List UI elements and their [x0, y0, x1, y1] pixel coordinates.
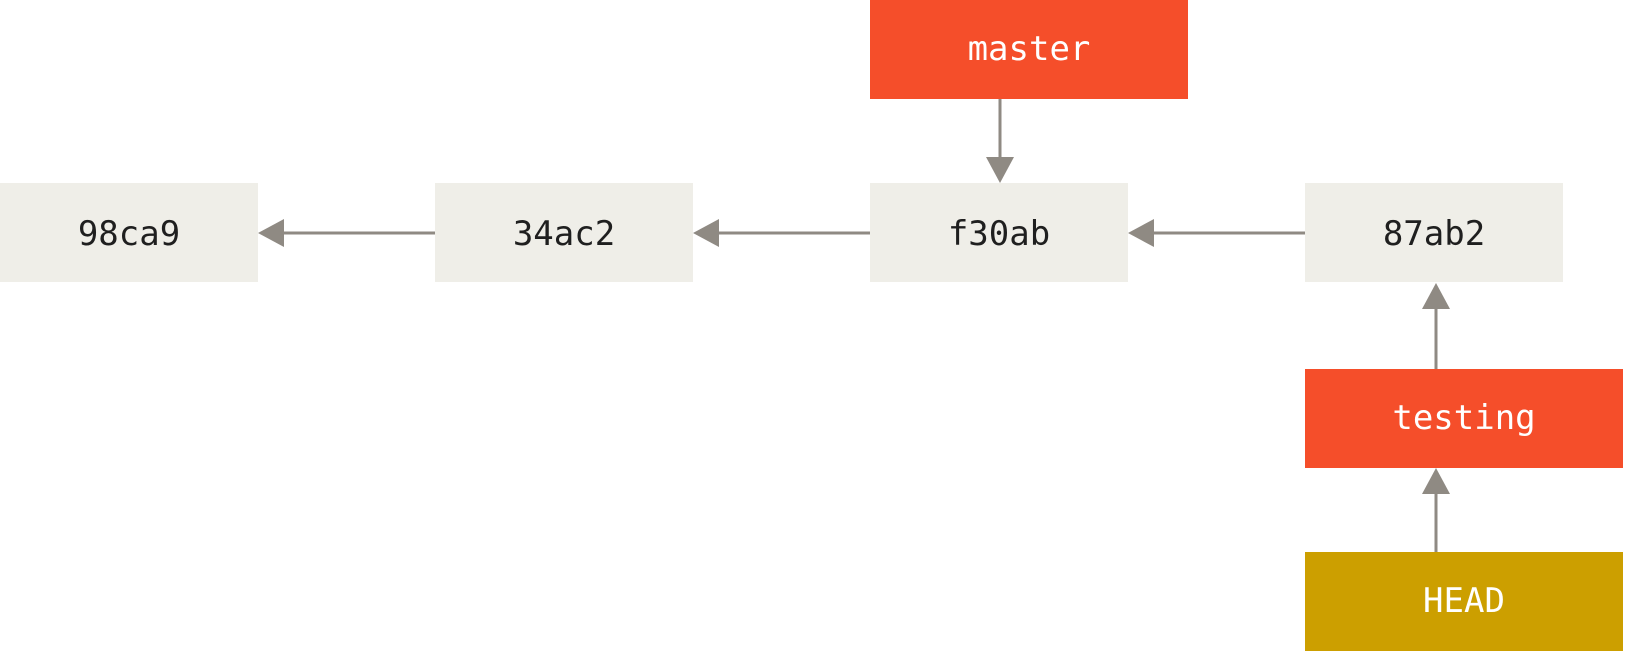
commit-node: 87ab2 — [1305, 183, 1563, 282]
branch-label: testing — [1392, 398, 1535, 438]
commit-box — [1305, 183, 1563, 282]
edge-34ac2-to-98ca9 — [258, 219, 435, 247]
head-label: HEAD — [1423, 581, 1505, 621]
branch-testing: testing — [1305, 369, 1623, 468]
commit-hash: 87ab2 — [1383, 214, 1485, 254]
branch-box — [870, 0, 1188, 99]
branch-label: master — [968, 29, 1091, 69]
commit-box — [0, 183, 258, 282]
commit-box — [870, 183, 1128, 282]
commit-node: f30ab — [870, 183, 1128, 282]
arrowhead-up-icon — [1422, 283, 1450, 309]
commit-hash: 34ac2 — [513, 214, 615, 254]
commit-box — [435, 183, 693, 282]
arrowhead-down-icon — [986, 157, 1014, 183]
edge-head-to-testing — [1422, 468, 1450, 552]
branch-box — [1305, 369, 1623, 468]
arrowhead-left-icon — [693, 219, 719, 247]
edge-testing-to-87ab2 — [1422, 283, 1450, 369]
arrowhead-left-icon — [1128, 219, 1154, 247]
edge-f30ab-to-34ac2 — [693, 219, 870, 247]
edge-87ab2-to-f30ab — [1128, 219, 1305, 247]
arrowhead-up-icon — [1422, 468, 1450, 494]
arrowhead-left-icon — [258, 219, 284, 247]
head-box — [1305, 552, 1623, 651]
commit-hash: f30ab — [948, 214, 1050, 254]
branch-master: master — [870, 0, 1188, 99]
commit-hash: 98ca9 — [78, 214, 180, 254]
head-pointer: HEAD — [1305, 552, 1623, 651]
edge-master-to-f30ab — [986, 99, 1014, 183]
edges — [258, 99, 1450, 552]
commit-node: 34ac2 — [435, 183, 693, 282]
commit-node: 98ca9 — [0, 183, 258, 282]
